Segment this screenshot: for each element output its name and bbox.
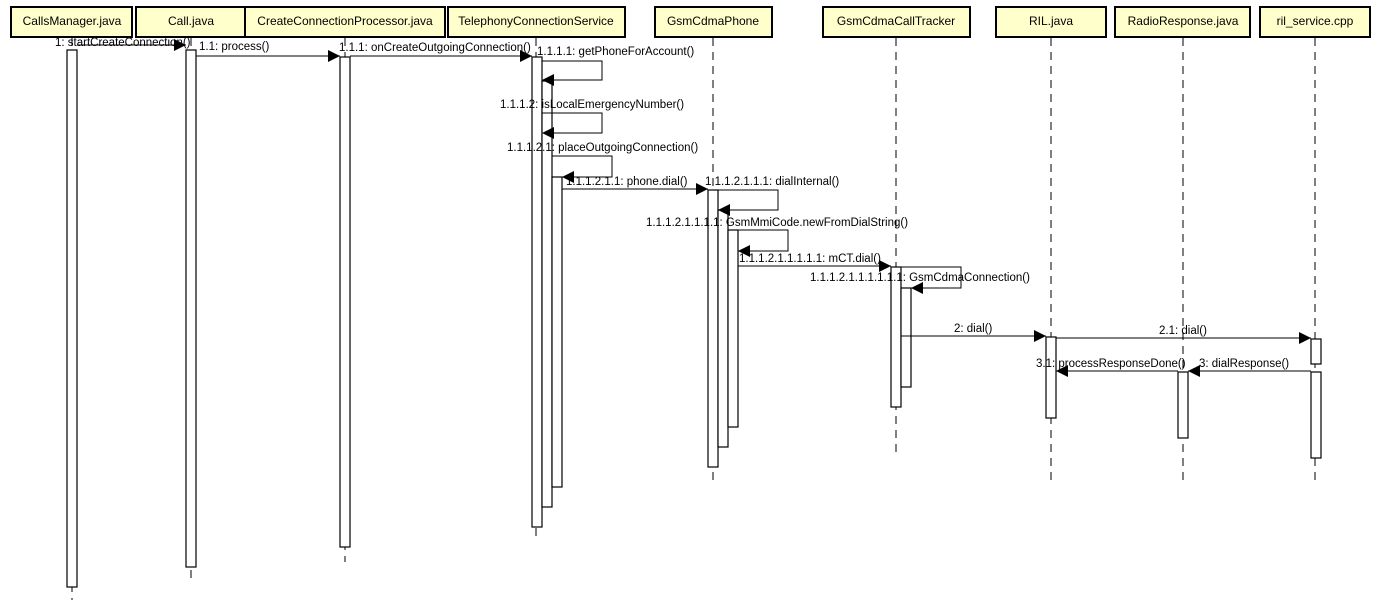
arrowhead-icon [174, 39, 186, 51]
message-1-1-1-2-1-1-1-1[interactable]: 1.1.1.2.1.1.1.1: GsmMmiCode.newFromDialS… [646, 217, 908, 257]
message-label: 2: dial() [954, 323, 993, 335]
arrowhead-icon [1188, 365, 1200, 377]
arrowhead-icon [542, 74, 554, 86]
activation-radioresponse [1177, 371, 1189, 439]
message-1-1-1-2-1-1-1-1-1-1[interactable]: 1.1.1.2.1.1.1.1.1.1: GsmCdmaConnection() [810, 266, 1030, 294]
arrowhead-icon [542, 127, 554, 139]
participant-create-connection-processor[interactable]: CreateConnectionProcessor.java [244, 6, 446, 38]
participant-label: CallsManager.java [23, 14, 122, 28]
activation-phone-3 [727, 229, 739, 428]
message-1-1-1-2-1[interactable]: 1.1.1.2.1: placeOutgoingConnection() [507, 142, 698, 183]
participant-ril-service[interactable]: ril_service.cpp [1259, 6, 1371, 38]
messages: 1: startCreateConnection() 1.1: process(… [55, 37, 1311, 377]
participant-call[interactable]: Call.java [135, 6, 246, 38]
message-1[interactable]: 1: startCreateConnection() [55, 37, 191, 51]
message-label: 1.1.1.2.1.1.1.1.1.1: GsmCdmaConnection() [810, 272, 1030, 284]
arrowhead-icon [1056, 365, 1068, 377]
message-label: 1.1.1.2.1.1.1: dialInternal() [705, 176, 839, 188]
arrowhead-icon [718, 204, 730, 216]
participant-callsmanager[interactable]: CallsManager.java [10, 6, 133, 38]
activation-tcs-1 [531, 56, 543, 528]
activation-rilservice-2 [1310, 371, 1322, 459]
participant-label: GsmCdmaCallTracker [837, 14, 955, 28]
message-1-1-1-2-1-1-1[interactable]: 1.1.1.2.1.1.1: dialInternal() [705, 176, 839, 216]
arrowhead-icon [879, 260, 891, 272]
message-1-1[interactable]: 1.1: process() [196, 41, 340, 62]
participant-label: ril_service.cpp [1277, 14, 1354, 28]
message-1-1-1-2-1-1[interactable]: 1.1.1.2.1.1: phone.dial() [562, 176, 708, 195]
message-1-1-1-2-1-1-1-1-1[interactable]: 1.1.1.2.1.1.1.1.1: mCT.dial() [738, 253, 891, 272]
message-1-1-1-1[interactable]: 1.1.1.1: getPhoneForAccount() [537, 46, 694, 86]
participant-gsm-cdma-call-tracker[interactable]: GsmCdmaCallTracker [822, 6, 971, 38]
activations [66, 49, 1322, 588]
message-label: 1.1.1.2.1: placeOutgoingConnection() [507, 142, 698, 154]
participant-radio-response[interactable]: RadioResponse.java [1114, 6, 1251, 38]
message-label: 1.1.1.2.1.1.1.1.1: mCT.dial() [739, 253, 881, 265]
arrowhead-icon [520, 50, 532, 62]
arrowhead-icon [696, 183, 708, 195]
message-label: 1.1.1.1: getPhoneForAccount() [537, 46, 694, 58]
participant-ril[interactable]: RIL.java [995, 6, 1107, 38]
participants: CallsManager.java Call.java CreateConnec… [10, 6, 1371, 38]
participant-label: TelephonyConnectionService [458, 14, 614, 28]
message-1-1-1-2[interactable]: 1.1.1.2: isLocalEmergencyNumber() [500, 99, 684, 139]
participant-label: RIL.java [1029, 14, 1073, 28]
activation-phone-1 [707, 189, 719, 468]
arrowhead-icon [911, 282, 923, 294]
participant-label: GsmCdmaPhone [667, 14, 759, 28]
activation-tracker-1 [890, 266, 902, 408]
activation-rilservice-1 [1310, 338, 1322, 365]
arrowhead-icon [562, 171, 574, 183]
activation-callsmanager [66, 49, 78, 588]
message-label: 1: startCreateConnection() [55, 37, 191, 49]
message-label: 1.1: process() [199, 41, 269, 53]
arrowhead-icon [1299, 332, 1311, 344]
activation-call [185, 49, 197, 568]
message-label: 1.1.1.2.1.1: phone.dial() [566, 176, 688, 188]
participant-label: Call.java [168, 14, 214, 28]
message-label: 1.1.1.2.1.1.1.1: GsmMmiCode.newFromDialS… [646, 217, 908, 229]
activation-ccp [339, 56, 351, 548]
lifelines [71, 38, 1316, 600]
activation-tcs-3 [551, 176, 563, 488]
message-3-1[interactable]: 3.1: processResponseDone() [1036, 358, 1186, 377]
message-label: 3: dialResponse() [1199, 358, 1289, 370]
participant-label: CreateConnectionProcessor.java [257, 14, 433, 28]
arrowhead-icon [1034, 330, 1046, 342]
message-label: 2.1: dial() [1159, 325, 1207, 337]
message-label: 1.1.1.2: isLocalEmergencyNumber() [500, 99, 684, 111]
message-label: 1.1.1: onCreateOutgoingConnection() [339, 42, 531, 54]
message-2-1[interactable]: 2.1: dial() [1056, 325, 1311, 344]
message-1-1-1[interactable]: 1.1.1: onCreateOutgoingConnection() [339, 42, 532, 62]
participant-telephony-connection-service[interactable]: TelephonyConnectionService [447, 6, 626, 38]
message-3[interactable]: 3: dialResponse() [1188, 358, 1311, 377]
message-label: 3.1: processResponseDone() [1036, 358, 1186, 370]
participant-label: RadioResponse.java [1128, 14, 1239, 28]
activation-tracker-2 [900, 287, 912, 388]
participant-gsm-cdma-phone[interactable]: GsmCdmaPhone [654, 6, 773, 38]
message-2[interactable]: 2: dial() [901, 323, 1046, 342]
arrowhead-icon [328, 50, 340, 62]
activation-ril [1045, 336, 1057, 419]
activation-phone-2 [717, 209, 729, 448]
arrowhead-icon [738, 245, 750, 257]
